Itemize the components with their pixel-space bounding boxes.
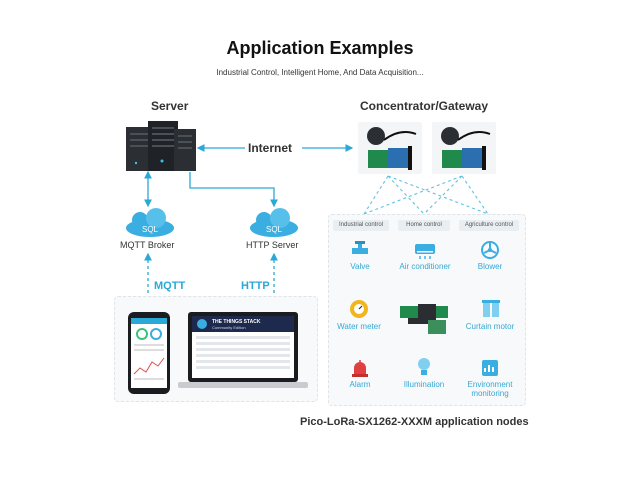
alarm-label: Alarm [349, 380, 371, 389]
http-sql-text: SQL [266, 225, 283, 234]
category-home: Home control [398, 220, 450, 231]
blower-label: Blower [477, 262, 503, 271]
http-server-cloud-icon: SQL [248, 208, 300, 243]
environment-monitoring-label-2: monitoring [471, 389, 509, 398]
mqtt-label: MQTT [154, 280, 186, 292]
alarm-icon [350, 358, 370, 383]
valve-icon [350, 240, 370, 265]
gateway-device-1 [358, 122, 422, 179]
page-title: Application Examples [226, 38, 414, 58]
water-meter-icon [348, 298, 370, 325]
curtain-motor-label: Curtain motor [465, 322, 515, 331]
server-rack [126, 121, 198, 178]
valve-label: Valve [350, 262, 370, 271]
gateway-device-2 [432, 122, 496, 179]
laptop-brand-sub-text: Community Edition [212, 325, 246, 330]
illumination-icon [415, 356, 433, 383]
smartphone [128, 312, 170, 399]
http-label: HTTP [241, 280, 270, 292]
gateway-heading: Concentrator/Gateway [360, 99, 489, 113]
category-industrial: Industrial control [333, 220, 389, 231]
lora-node-board [398, 300, 450, 341]
mqtt-broker-cloud-icon: SQL [124, 208, 176, 243]
mqtt-broker-label: MQTT Broker [120, 240, 175, 250]
environment-monitoring-icon [480, 358, 500, 383]
http-server-label: HTTP Server [246, 240, 299, 250]
gateway-category-lines [363, 175, 489, 215]
page-subtitle: Industrial Control, Intelligent Home, An… [216, 68, 424, 77]
category-agriculture: Agriculture control [459, 220, 519, 231]
server-heading: Server [151, 99, 189, 113]
mqtt-sql-text: SQL [142, 225, 159, 234]
server-http-line [189, 172, 278, 208]
laptop: THE THINGS STACK Community Edition [178, 312, 308, 397]
laptop-brand-text: THE THINGS STACK [212, 319, 261, 325]
illumination-label: Illumination [403, 380, 445, 389]
internet-label: Internet [248, 141, 293, 155]
air-conditioner-icon [414, 240, 436, 265]
environment-monitoring-label-1: Environment [467, 380, 513, 389]
curtain-motor-icon [480, 298, 502, 325]
water-meter-label: Water meter [337, 322, 381, 331]
air-conditioner-label: Air conditioner [399, 262, 451, 271]
nodes-caption: Pico-LoRa-SX1262-XXXM application nodes [300, 416, 529, 428]
blower-icon [480, 240, 500, 265]
